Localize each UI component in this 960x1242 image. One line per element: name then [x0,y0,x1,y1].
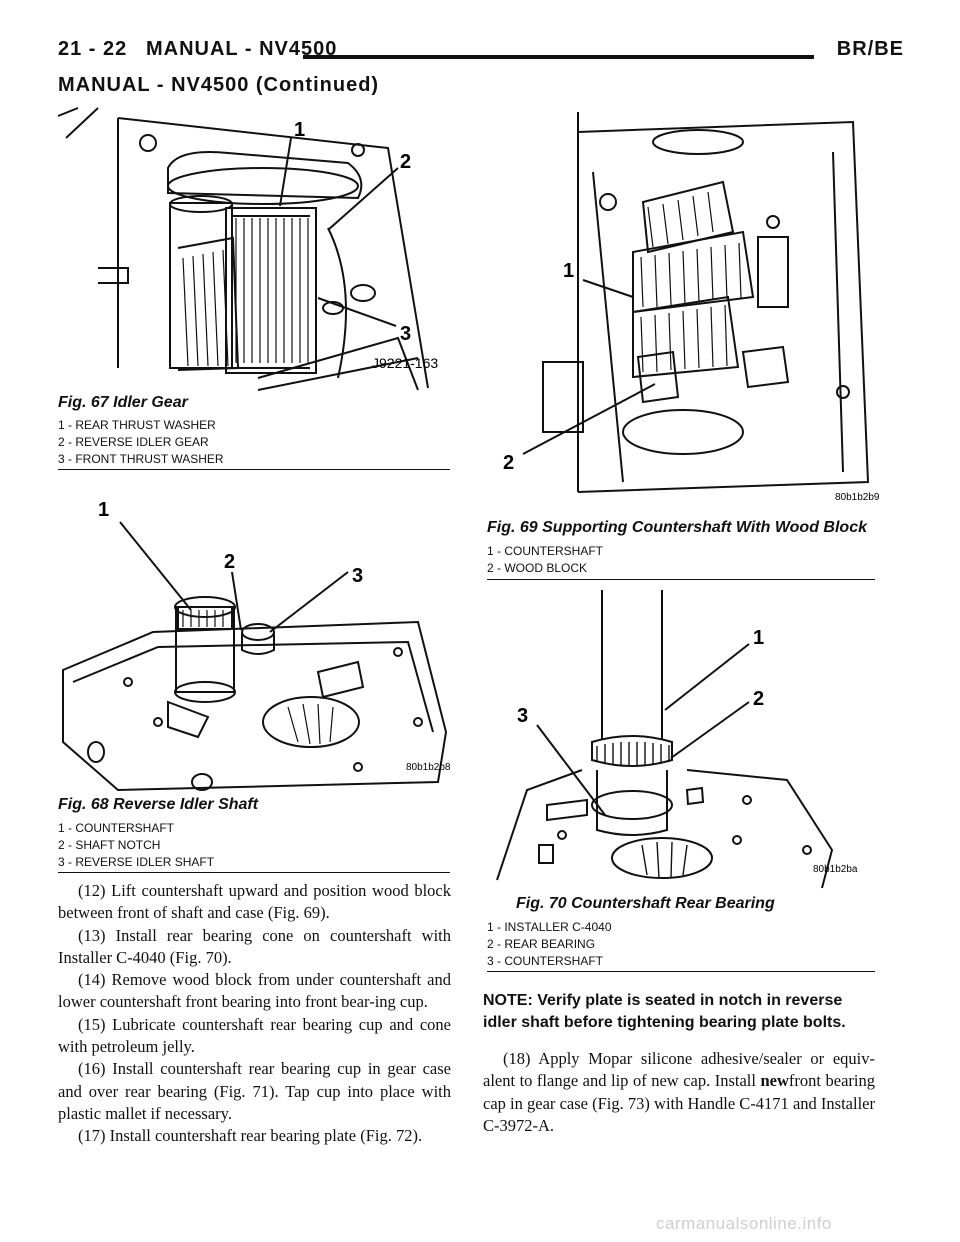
fig68-caption: Fig. 68 Reverse Idler Shaft [58,796,259,813]
step-18-emphasis: new [760,1071,789,1091]
step-17: (17) Install countershaft rear bearing p… [78,1126,423,1146]
fig68-legend-item: 1 - COUNTERSHAFT [58,821,175,835]
step-12: (12) Lift countershaft upward and positi… [58,881,451,923]
step-18: (18) Apply Mopar silicone adhesive/seale… [483,1048,875,1137]
model-code: BR/BE [836,38,904,60]
fig70-legend: 1 - INSTALLER C-4040 2 - REAR BEARING 3 … [487,919,612,970]
fig69-callout-2: 2 [503,452,514,474]
note-text: NOTE: Verify plate is seated in notch in… [483,992,846,1031]
continued-title: MANUAL - NV4500 (Continued) [58,74,380,96]
fig69-divider [487,579,875,580]
fig67-divider [58,469,450,470]
left-column-text: (12) Lift countershaft upward and positi… [58,880,451,1148]
fig69-code: 80b1b2b9 [835,492,880,503]
fig70-legend-item: 1 - INSTALLER C-4040 [487,920,612,934]
fig68-divider [58,872,450,873]
fig69-caption: Fig. 69 Supporting Countershaft With Woo… [487,519,867,536]
fig70-divider [487,971,875,972]
fig70-callout-2: 2 [753,688,764,710]
fig70-caption: Fig. 70 Countershaft Rear Bearing [516,895,775,912]
figure-67-illustration: 1 2 3 J9221-163 [57,107,458,391]
figure-69-illustration: 1 2 80b1b2b9 [483,112,880,504]
step-15: (15) Lubricate countershaft rear bearing… [58,1014,451,1057]
fig69-callout-1: 1 [563,260,574,282]
fig68-code: 80b1b2b8 [406,762,451,773]
step-14: (14) Remove wood block from under counte… [58,970,451,1012]
fig67-legend-item: 2 - REVERSE IDLER GEAR [58,435,209,449]
fig67-callout-3: 3 [400,323,411,345]
fig69-legend-item: 2 - WOOD BLOCK [487,561,588,575]
fig67-code: J9221-163 [372,355,438,371]
fig68-legend: 1 - COUNTERSHAFT 2 - SHAFT NOTCH 3 - REV… [58,820,214,871]
header-rule [303,55,814,59]
fig67-legend-item: 1 - REAR THRUST WASHER [58,418,216,432]
fig68-callout-1: 1 [98,499,109,521]
fig67-caption: Fig. 67 Idler Gear [58,394,188,411]
page-number: 21 - 22 [58,38,128,60]
step-13: (13) Install rear bearing cone on counte… [58,925,451,967]
fig68-callout-2: 2 [224,551,235,573]
step-18-text: (18) Apply Mopar silicone adhesive/seale… [483,1049,875,1091]
figure-68-illustration: 1 2 3 80b1b2b8 [58,492,451,792]
fig67-callout-2: 2 [400,151,411,173]
fig68-legend-item: 2 - SHAFT NOTCH [58,838,161,852]
section-title: MANUAL - NV4500 [146,38,338,60]
fig68-callout-3: 3 [352,565,363,587]
fig67-callout-1: 1 [294,119,305,141]
fig70-callout-3: 3 [517,705,528,727]
watermark: carmanualsonline.info [656,1214,832,1233]
fig70-callout-1: 1 [753,627,764,649]
figure-70-illustration: 1 2 3 80b1b2ba [487,590,875,889]
fig70-legend-item: 2 - REAR BEARING [487,937,596,951]
right-column-text: (18) Apply Mopar silicone adhesive/seale… [483,1048,875,1137]
fig70-code: 80b1b2ba [813,864,858,875]
page-header: 21 - 22 MANUAL - NV4500 BR/BE [58,38,904,68]
fig70-legend-item: 3 - COUNTERSHAFT [487,954,604,968]
step-16: (16) Install countershaft rear bearing c… [58,1059,451,1123]
fig68-legend-item: 3 - REVERSE IDLER SHAFT [58,855,215,869]
step-18-text-end: front bearing cap in gear case (Fig. 73)… [483,1071,875,1135]
fig67-legend: 1 - REAR THRUST WASHER 2 - REVERSE IDLER… [58,417,224,468]
fig69-legend: 1 - COUNTERSHAFT 2 - WOOD BLOCK [487,543,603,577]
fig69-legend-item: 1 - COUNTERSHAFT [487,544,604,558]
fig67-legend-item: 3 - FRONT THRUST WASHER [58,452,224,466]
